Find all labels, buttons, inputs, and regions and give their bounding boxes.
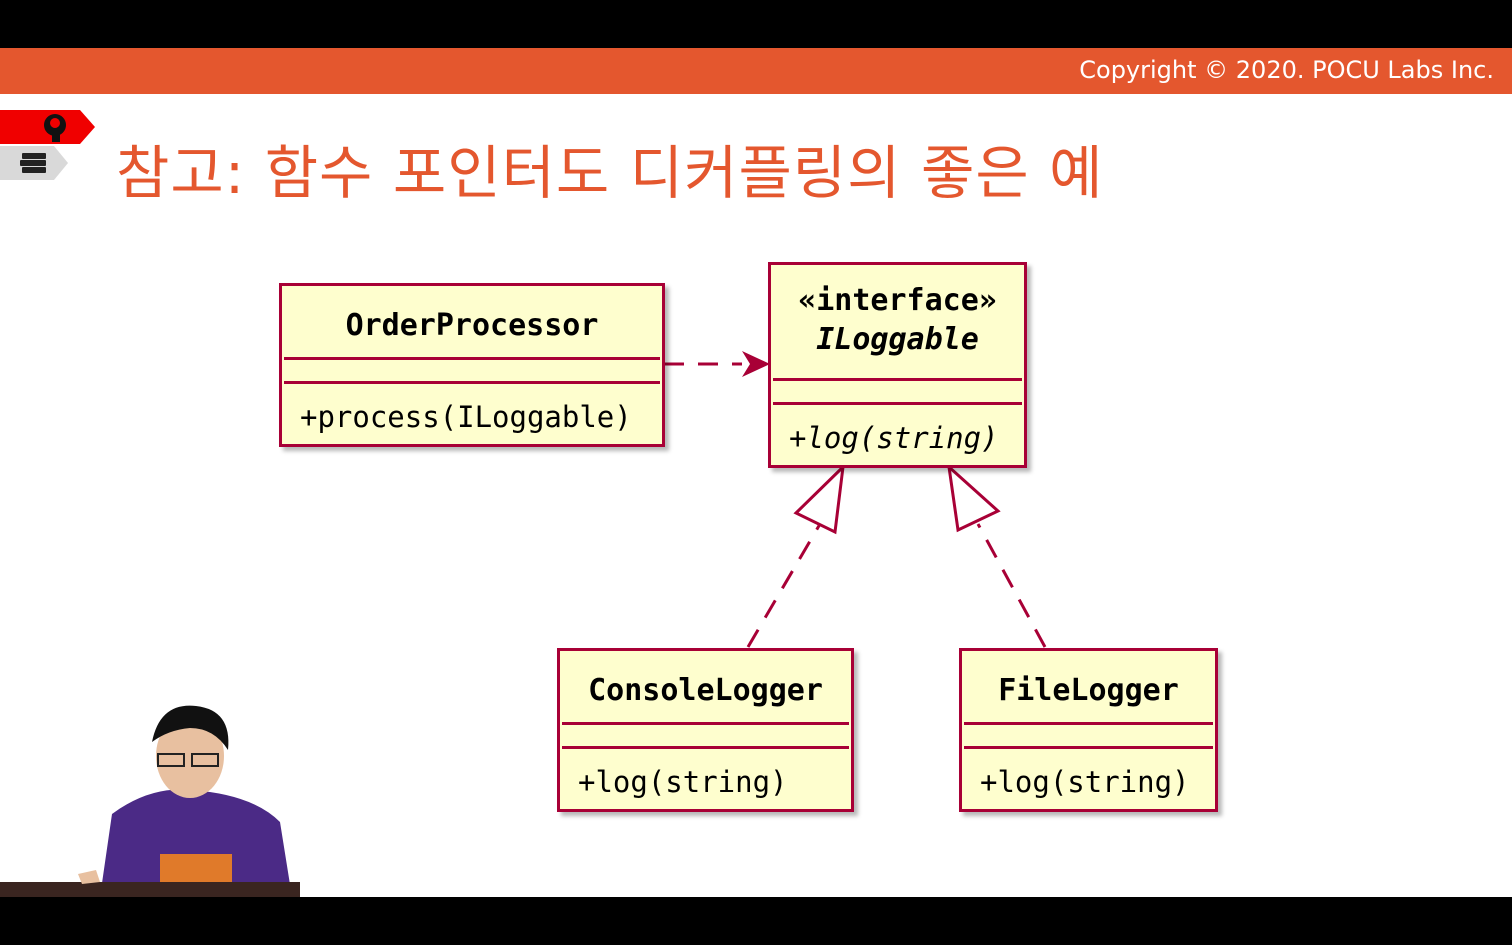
class-method: +log(string) bbox=[578, 765, 788, 799]
divider bbox=[562, 746, 849, 749]
interface-iloggable: «interface» ILoggable +log(string) bbox=[768, 262, 1027, 468]
console-realization-line bbox=[746, 523, 822, 648]
class-name: OrderProcessor bbox=[345, 308, 599, 343]
dependency-arrowhead bbox=[742, 351, 770, 377]
class-name: FileLogger bbox=[998, 673, 1179, 708]
uml-relations bbox=[664, 351, 1047, 648]
class-method: +log(string) bbox=[980, 765, 1190, 799]
divider bbox=[284, 357, 660, 360]
divider bbox=[964, 722, 1213, 725]
slide-canvas: 참고: 함수 포인터도 디커플링의 좋은 예 OrderProcessor +p… bbox=[0, 94, 1512, 897]
file-realization-arrowhead bbox=[946, 463, 1001, 533]
console-realization-arrowhead bbox=[793, 462, 846, 535]
class-orderprocessor: OrderProcessor +process(ILoggable) bbox=[279, 283, 665, 447]
bottom-letterbox bbox=[0, 897, 1512, 945]
top-letterbox bbox=[0, 0, 1512, 48]
divider bbox=[773, 402, 1022, 405]
divider bbox=[964, 746, 1213, 749]
file-realization-line bbox=[976, 523, 1047, 648]
presenter-video bbox=[0, 705, 300, 897]
class-filelogger: FileLogger +log(string) bbox=[959, 648, 1218, 812]
slide-header-bar: Copyright © 2020. POCU Labs Inc. bbox=[0, 48, 1512, 94]
interface-name: ILoggable bbox=[816, 322, 979, 357]
interface-stereotype: «interface» bbox=[798, 283, 997, 318]
brain-head-icon bbox=[0, 110, 95, 144]
divider bbox=[773, 378, 1022, 381]
interface-method: +log(string) bbox=[789, 421, 999, 455]
divider bbox=[284, 381, 660, 384]
class-consolelogger: ConsoleLogger +log(string) bbox=[557, 648, 854, 812]
slide-title: 참고: 함수 포인터도 디커플링의 좋은 예 bbox=[116, 139, 1104, 207]
class-name: ConsoleLogger bbox=[588, 673, 823, 708]
divider bbox=[562, 722, 849, 725]
copyright-text: Copyright © 2020. POCU Labs Inc. bbox=[1079, 56, 1494, 84]
books-icon bbox=[0, 146, 68, 180]
class-method: +process(ILoggable) bbox=[300, 400, 632, 434]
